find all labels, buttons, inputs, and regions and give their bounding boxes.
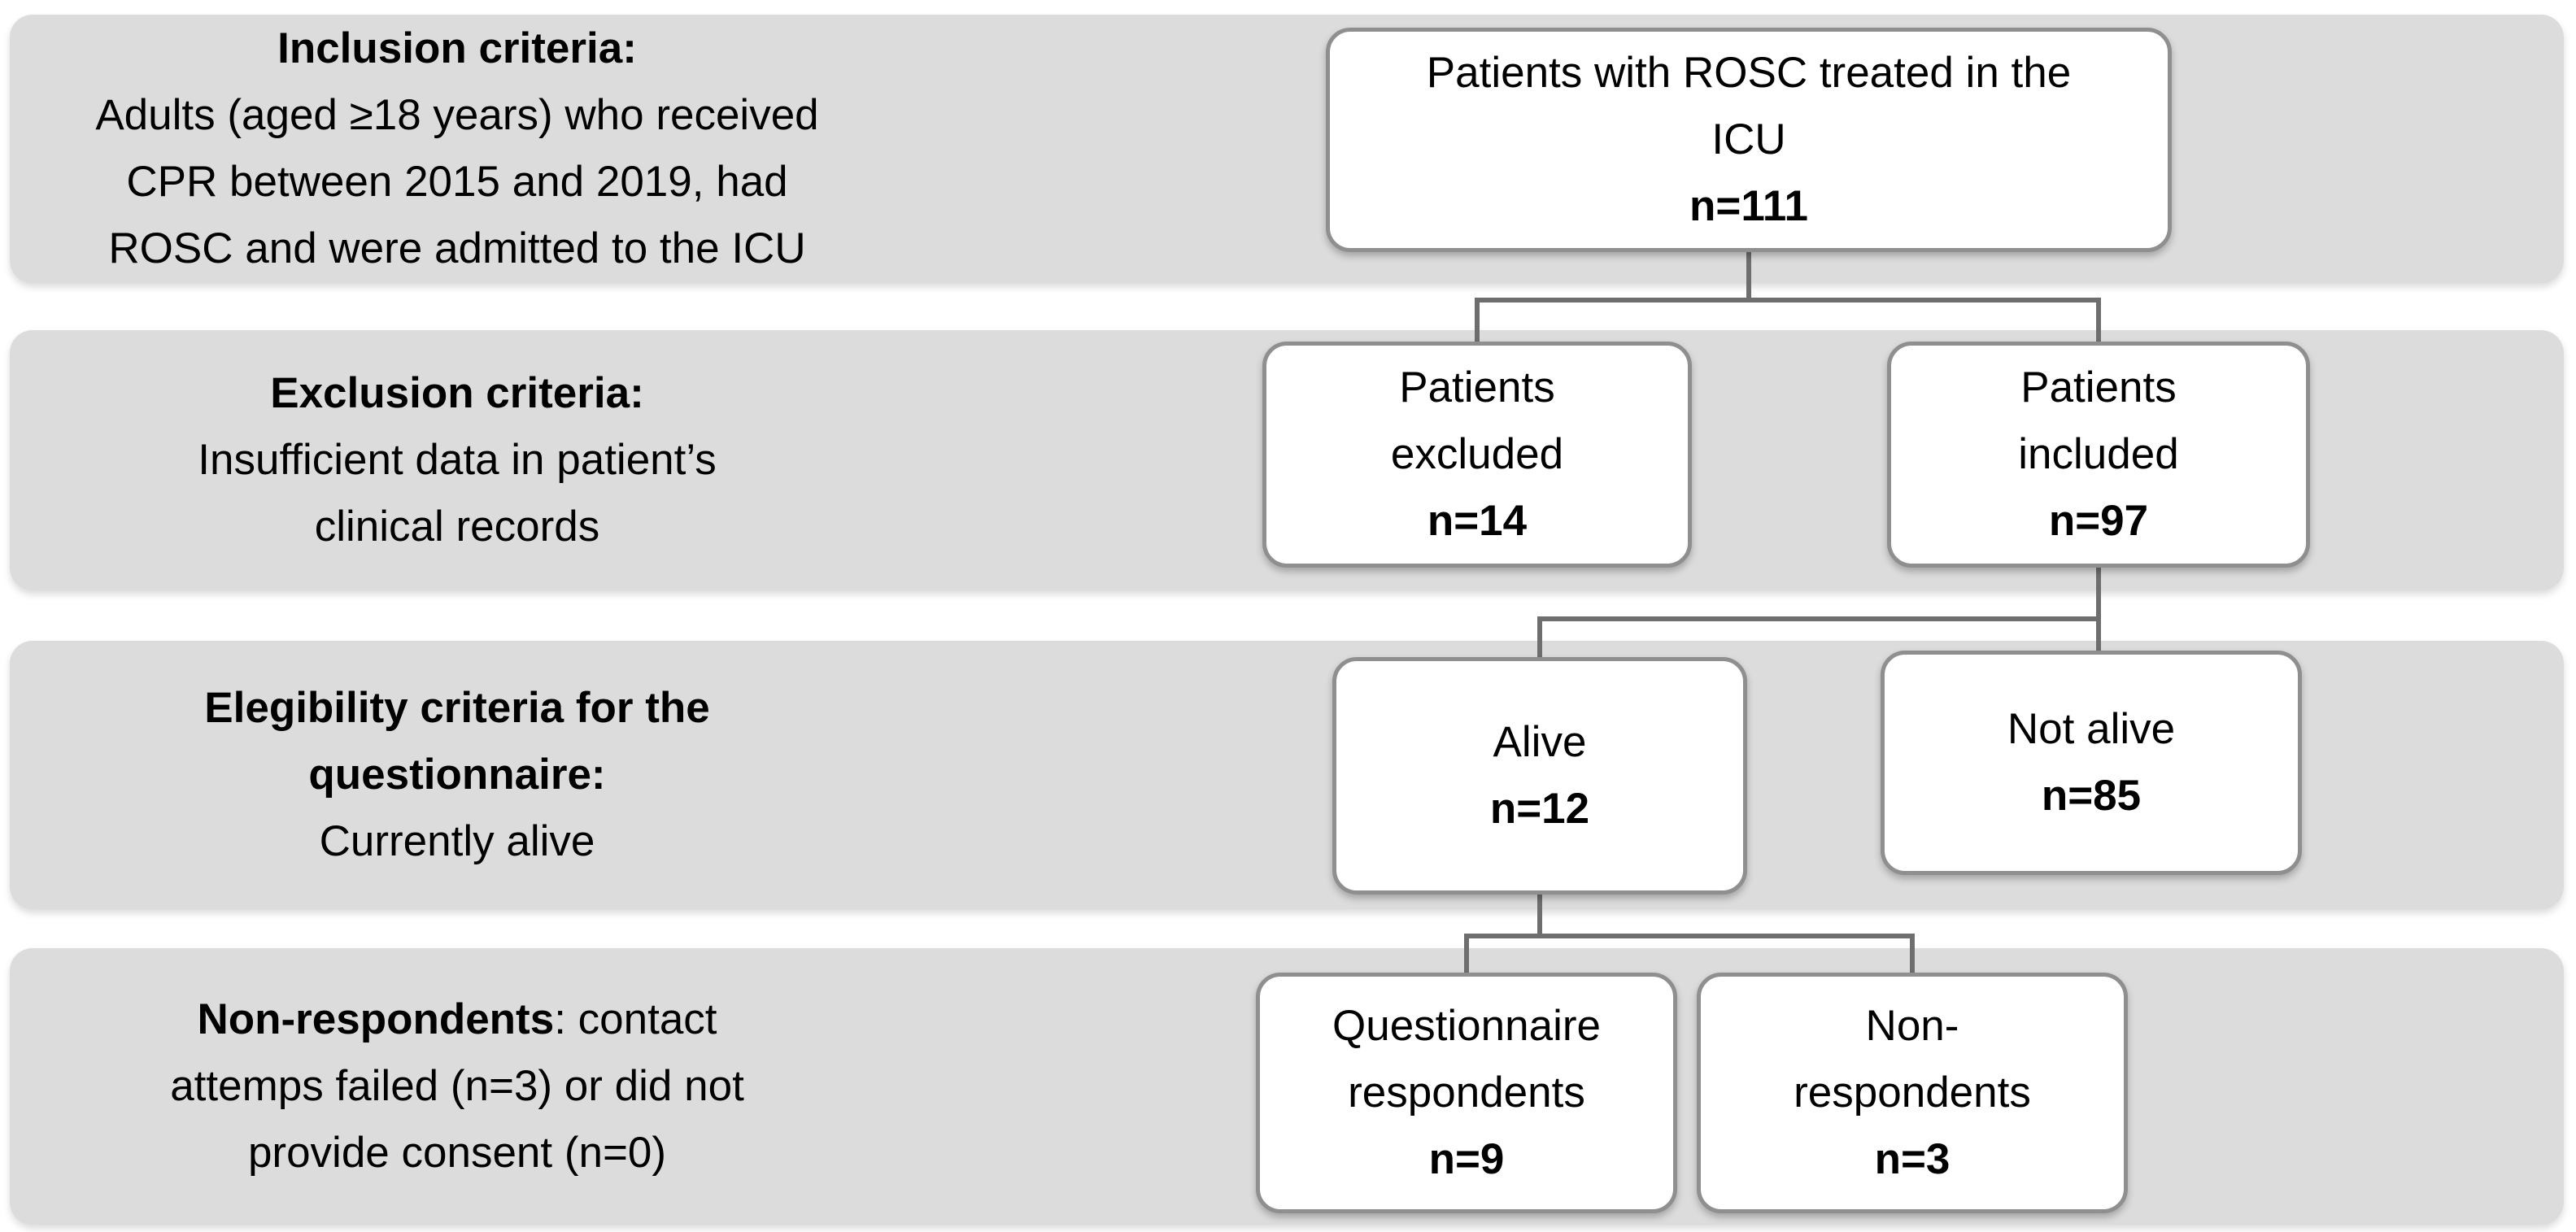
band-exclusion-label: Exclusion criteria: Insufficient data in… <box>26 330 888 590</box>
node-text-line: ICU <box>1711 115 1786 163</box>
node-text-line: Non- <box>1865 1002 1959 1050</box>
band-text-inline: : contact <box>554 995 717 1043</box>
node-text-line: Questionnaire <box>1332 1002 1601 1050</box>
node-text-line: Not alive <box>2007 705 2176 753</box>
node-count: n=3 <box>1874 1135 1951 1183</box>
node-count: n=12 <box>1489 785 1590 833</box>
node-text-line: respondents <box>1348 1069 1585 1117</box>
band-text-line: attemps failed (n=3) or did not <box>170 1062 744 1110</box>
band-heading-inline: Non-respondents <box>197 995 555 1043</box>
node-text-line: Patients <box>1399 364 1555 411</box>
band-text-line: Non-respondents: contact <box>26 986 888 1053</box>
connector-drop-respondents <box>1464 934 1469 976</box>
node-text-line: excluded <box>1390 430 1564 478</box>
band-inclusion-label: Inclusion criteria: Adults (aged ≥18 yea… <box>26 15 888 283</box>
connector-drop-excluded <box>1475 298 1480 345</box>
band-text-line: clinical records <box>314 503 600 551</box>
band-heading: questionnaire: <box>308 751 606 799</box>
connector-drop-alive <box>1537 616 1542 660</box>
node-count: n=111 <box>1689 182 1808 230</box>
band-non-respondents-label: Non-respondents: contact attemps failed … <box>26 948 888 1225</box>
connector-level1-bar <box>1475 298 2101 303</box>
band-text-line: CPR between 2015 and 2019, had <box>126 158 788 206</box>
band-heading: Elegibility criteria for the <box>204 684 710 732</box>
node-patients-excluded: Patients excluded n=14 <box>1262 342 1692 568</box>
connector-level2-bar <box>1537 616 2101 621</box>
node-text-line: Alive <box>1493 718 1587 766</box>
band-text-line: ROSC and were admitted to the ICU <box>108 224 806 272</box>
node-count: n=14 <box>1427 497 1528 545</box>
node-patients-included: Patients included n=97 <box>1887 342 2310 568</box>
connector-included-feed <box>2096 568 2101 621</box>
band-inclusion-criteria: Inclusion criteria: Adults (aged ≥18 yea… <box>10 15 2564 283</box>
node-questionnaire-respondents: Questionnaire respondents n=9 <box>1256 973 1677 1213</box>
node-text-line: Patients with ROSC treated in the <box>1426 49 2072 97</box>
node-patients-rosc-icu: Patients with ROSC treated in the ICU n=… <box>1326 28 2172 252</box>
connector-drop-non-respondents <box>1910 934 1915 976</box>
band-text-line: Insufficient data in patient’s <box>198 436 717 484</box>
node-non-respondents: Non- respondents n=3 <box>1697 973 2128 1213</box>
connector-level3-bar <box>1464 934 1915 938</box>
node-not-alive: Not alive n=85 <box>1881 651 2302 875</box>
band-text-line: Currently alive <box>319 817 595 865</box>
band-text-line: Adults (aged ≥18 years) who received <box>95 91 819 139</box>
node-count: n=85 <box>2041 772 2142 820</box>
band-text-line: provide consent (n=0) <box>247 1129 667 1177</box>
node-text-line: respondents <box>1794 1069 2031 1117</box>
connector-drop-included <box>2096 298 2101 345</box>
connector-drop-not-alive <box>2096 616 2101 654</box>
band-eligibility-label: Elegibility criteria for the questionnai… <box>26 641 888 909</box>
band-heading: Inclusion criteria: <box>277 24 637 72</box>
node-count: n=97 <box>2048 497 2149 545</box>
connector-icu-feed <box>1746 252 1751 301</box>
node-text-line: Patients <box>2020 364 2177 411</box>
band-heading: Exclusion criteria: <box>270 369 644 417</box>
node-alive: Alive n=12 <box>1332 657 1747 895</box>
node-text-line: included <box>2018 430 2179 478</box>
connector-alive-feed <box>1537 895 1542 938</box>
node-count: n=9 <box>1428 1135 1505 1183</box>
